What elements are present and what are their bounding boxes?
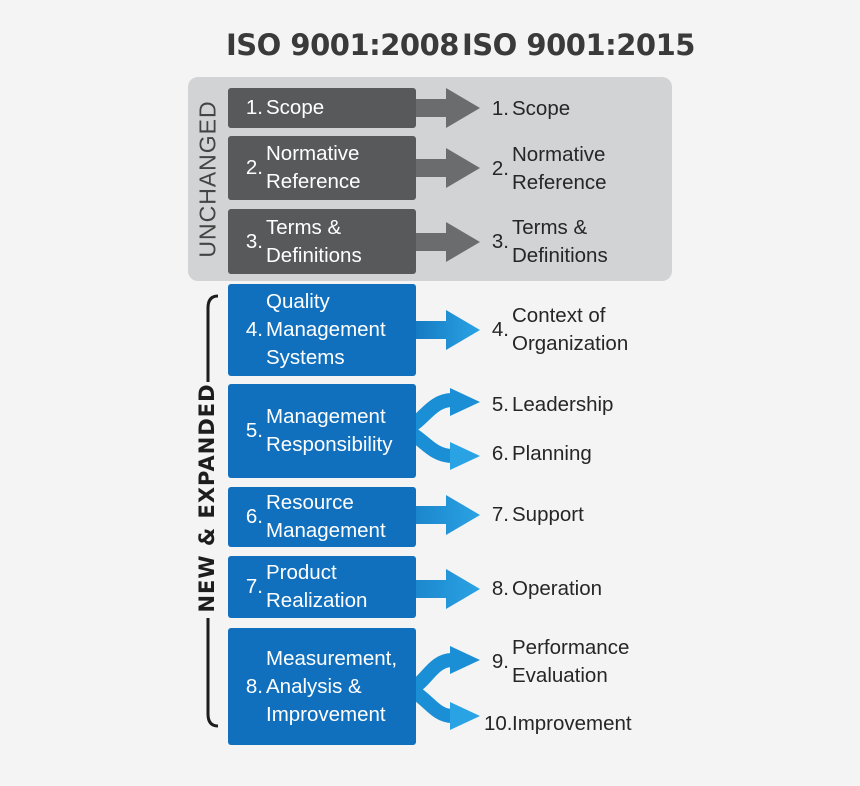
clause-number: 7. [245, 575, 263, 598]
old-clause-scope: 1.Scope [228, 88, 416, 128]
clause-label: Performance Evaluation [512, 636, 630, 687]
iso-2008-header: ISO 9001:2008 [226, 28, 459, 62]
arrow-context [392, 310, 480, 350]
old-clause-normative-reference: 2.Normative Reference [228, 136, 416, 200]
clause-number: 7. [491, 503, 509, 526]
new-clause-leadership: 5.Leadership [484, 391, 614, 419]
clause-number: 3. [245, 229, 263, 253]
arrow-operation [352, 569, 480, 609]
new-clause-operation: 8.Operation [484, 575, 602, 603]
clause-number: 4. [245, 318, 263, 341]
new-clause-normative-reference: 2.Normative Reference [484, 141, 607, 197]
clause-label: Terms & Definitions [512, 216, 608, 267]
new-clause-support: 7.Support [484, 501, 584, 529]
arrow-head-planning [450, 442, 480, 470]
new-clause-improvement: 10.Improvement [484, 710, 632, 738]
old-clause-quality-management-systems: 4.Quality Management Systems [228, 284, 416, 376]
clause-label: Planning [512, 442, 592, 465]
clause-label: Scope [266, 96, 325, 119]
old-clause-terms-definitions: 3.Terms & Definitions [228, 209, 416, 274]
new-expanded-bracket [206, 294, 219, 728]
arrow-head-evaluation [450, 646, 480, 674]
old-clause-measurement-analysis-improvement: 8.Measurement, Analysis & Improvement [228, 628, 416, 745]
clause-label: Normative Reference [512, 143, 607, 194]
clause-number: 2. [245, 156, 263, 179]
arrow-head-improvement [450, 702, 480, 730]
old-clause-resource-management: 6.Resource Management [228, 487, 416, 547]
clause-label: Measurement, Analysis & Improvement [266, 646, 398, 726]
old-clause-product-realization: 7.Product Realization [228, 556, 416, 618]
clause-label: Normative Reference [266, 142, 361, 193]
clause-label: Context of Organization [512, 304, 629, 355]
clause-number: 2. [491, 157, 509, 180]
new-clause-scope: 1.Scope [484, 95, 570, 123]
clause-label: Quality Management Systems [266, 290, 386, 369]
clause-number: 9. [491, 650, 509, 673]
clause-number: 5. [491, 393, 509, 416]
arrow-terms-definitions [412, 222, 480, 262]
new-clause-performance-evaluation: 9.Performance Evaluation [484, 634, 629, 690]
clause-number: 1. [245, 96, 263, 119]
clause-label: Management Responsibility [266, 405, 393, 456]
clause-label: Resource Management [266, 491, 386, 542]
clause-label: Scope [512, 97, 571, 120]
clause-label: Leadership [512, 393, 614, 416]
clause-number: 3. [491, 230, 509, 253]
arrow-head-leadership [450, 388, 480, 416]
clause-number: 4. [491, 318, 509, 341]
new-clause-context-of-organization: 4.Context of Organization [484, 302, 628, 358]
clause-number: 8. [491, 577, 509, 600]
clause-label: Terms & Definitions [266, 215, 362, 267]
clause-number: 6. [245, 505, 263, 528]
clause-number: 8. [245, 674, 263, 698]
clause-number: 5. [245, 419, 263, 442]
clause-number: 1. [491, 97, 509, 120]
clause-number: 6. [491, 442, 509, 465]
clause-label: Improvement [512, 712, 632, 735]
clause-label: Support [512, 503, 584, 526]
new-clause-terms-definitions: 3.Terms & Definitions [484, 214, 608, 270]
arrow-scope [412, 88, 480, 128]
old-clause-management-responsibility: 5.Management Responsibility [228, 384, 416, 478]
iso-2015-header: ISO 9001:2015 [462, 28, 695, 62]
clause-number: 10. [484, 712, 513, 735]
arrow-support [358, 495, 480, 535]
new-clause-planning: 6.Planning [484, 440, 592, 468]
clause-label: Operation [512, 577, 603, 600]
arrow-normative-reference [412, 148, 480, 188]
clause-label: Product Realization [266, 561, 368, 612]
